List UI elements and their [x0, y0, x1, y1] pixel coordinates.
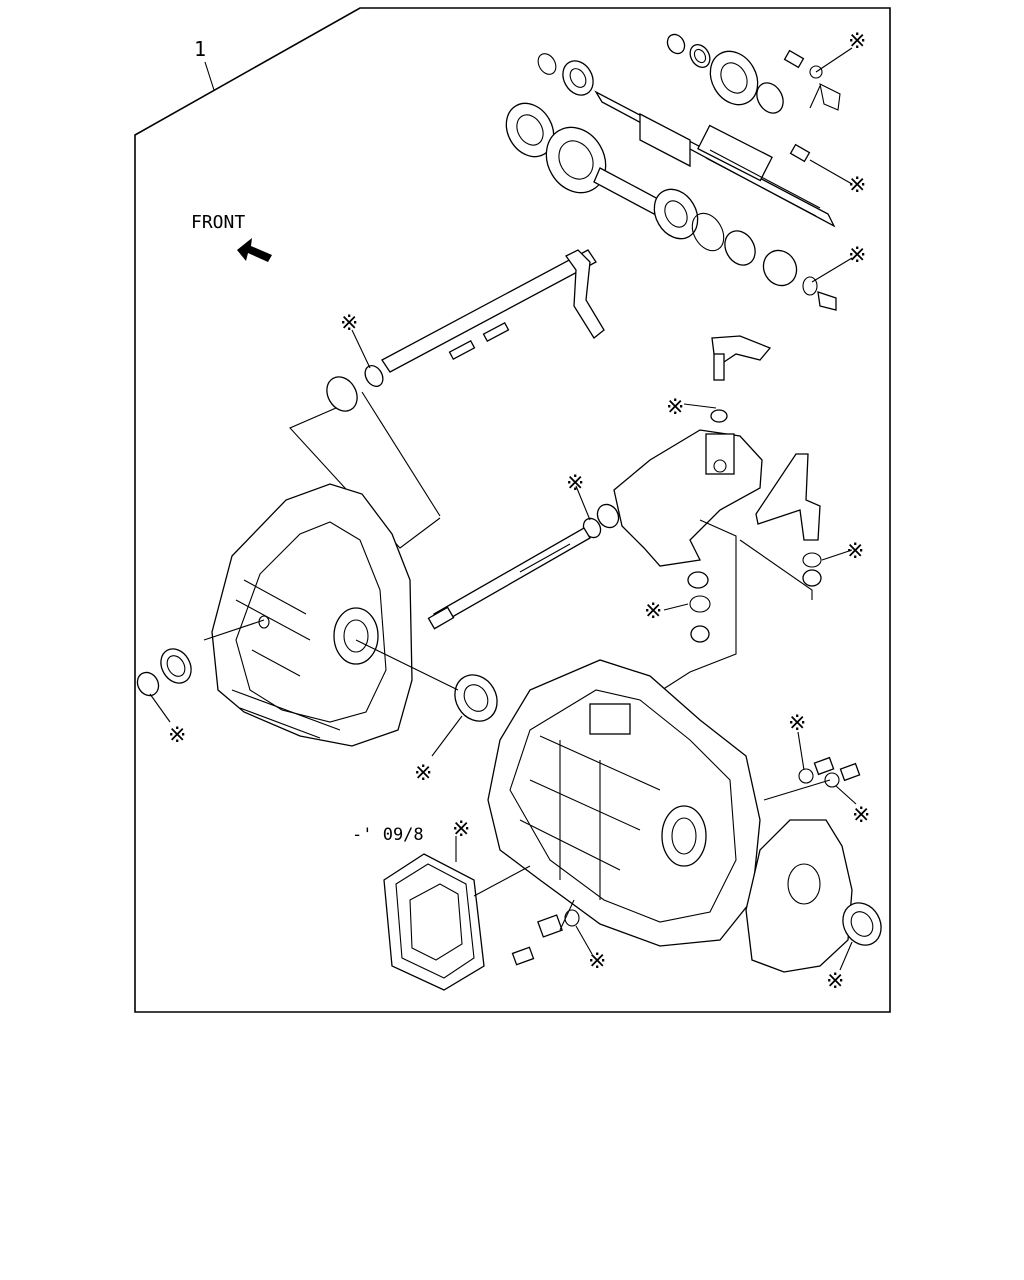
- asterisk-mark: ※: [168, 723, 186, 748]
- shift-rod-group: [326, 249, 605, 412]
- mainshaft-group: [537, 33, 853, 228]
- select-rod: [427, 527, 591, 630]
- shift-housing-group: [575, 335, 853, 705]
- extension-housing: [745, 819, 882, 973]
- asterisk-mark: ※: [846, 539, 864, 564]
- side-cover-group: [383, 836, 531, 991]
- asterisk-mark: ※: [566, 471, 584, 496]
- asterisk-mark: ※: [644, 599, 662, 624]
- input-bearing-group: [136, 648, 192, 723]
- asterisk-mark: ※: [588, 949, 606, 974]
- asterisk-mark: ※: [452, 817, 470, 842]
- assembly-guide-line: [361, 391, 441, 517]
- asterisk-mark: ※: [340, 311, 358, 336]
- assembly-number: 1: [194, 37, 206, 61]
- assembly-guide-line: [289, 407, 441, 549]
- asterisk-mark: ※: [852, 803, 870, 828]
- diagram-frame: [134, 7, 891, 1013]
- speedo-sleeve-group: [511, 899, 593, 966]
- asterisk-mark: ※: [788, 711, 806, 736]
- front-arrow-icon: [237, 238, 272, 262]
- asterisk-mark: ※: [848, 243, 866, 268]
- asterisk-mark: ※: [826, 969, 844, 994]
- countershaft-group: [505, 102, 853, 311]
- drain-plugs: [763, 731, 861, 805]
- oil-seal: [355, 639, 498, 757]
- transmission-case: [487, 659, 761, 947]
- asterisk-mark: ※: [848, 29, 866, 54]
- date-note: -' 09/8: [352, 825, 424, 845]
- clutch-housing: [203, 483, 413, 747]
- asterisk-mark: ※: [666, 395, 684, 420]
- front-label: FRONT: [191, 212, 245, 233]
- replacement-marks: ※ ※ ※ ※ ※ ※ ※ ※ ※ ※ ※ ※ ※ ※ ※: [168, 29, 870, 994]
- asterisk-mark: ※: [848, 173, 866, 198]
- asterisk-mark: ※: [414, 761, 432, 786]
- assembly-leader: [204, 61, 215, 91]
